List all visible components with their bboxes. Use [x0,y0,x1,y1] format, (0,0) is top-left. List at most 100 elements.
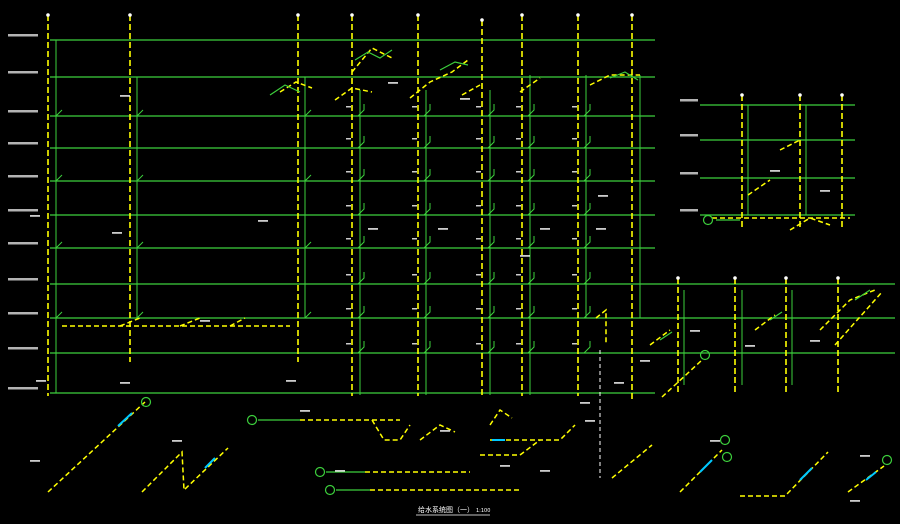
annotation-text-mark [438,228,448,230]
fixture-branch-stub [357,136,365,149]
annotation-text-mark [850,500,860,502]
annotation-text-mark [460,98,470,100]
valve-annotation-mark [476,171,481,173]
drawing-scale: 1:100 [476,508,490,514]
annotation-text-mark [860,455,870,457]
riser-top-marker [740,93,744,97]
valve-annotation-mark [516,308,521,310]
fixture-branch-stub [55,241,63,249]
branch-pipe-solid [269,84,301,96]
pipe-number-marker [702,214,714,226]
annotation-text-mark [598,195,608,197]
detail-level-label-mark [680,172,698,175]
fixture-branch-stub [423,203,431,216]
fixture-branch-stub [487,136,495,149]
valve-annotation-mark [476,238,481,240]
fixture-branch-stub [527,169,535,182]
fixture-branch-stub [357,203,365,216]
fixture-branch-stub [487,272,495,285]
floor-level-label-mark [8,278,38,281]
branch-pipe-dashed [229,317,246,327]
annotation-text-mark [335,470,345,472]
valve-annotation-mark [346,106,351,108]
valve-annotation-mark [412,274,417,276]
fixture-branch-stub [583,272,591,285]
fixture-branch-stub [136,241,144,249]
fixture-branch-stub [487,169,495,182]
valve-annotation-mark [572,171,577,173]
pipe-number-marker [719,434,731,446]
fixture-branch-stub [357,306,365,319]
valve-annotation-mark [346,274,351,276]
riser-top-marker [784,276,788,280]
riser-top-marker [630,13,634,17]
valve-annotation-mark [412,106,417,108]
valve-annotation-mark [572,308,577,310]
riser-top-marker [520,13,524,17]
valve-annotation-mark [516,274,521,276]
branch-pipe-dashed [661,359,703,398]
annotation-text-mark [820,190,830,192]
riser-top-marker [798,93,802,97]
pipe-number-marker [699,349,711,361]
valve-annotation-mark [412,238,417,240]
annotation-text-mark [580,402,590,404]
floor-level-label-mark [8,347,38,350]
fixture-branch-stub [357,104,365,117]
fixture-branch-stub [423,136,431,149]
annotation-text-mark [810,340,820,342]
fixture-branch-stub [55,174,63,182]
annotation-text-mark [368,228,378,230]
detail-level-label-mark [680,209,698,212]
valve-annotation-mark [516,205,521,207]
branch-pipe-solid [354,49,393,61]
branch-pipe-dashed [490,424,576,441]
fixture-branch-stub [304,174,312,182]
annotation-text-mark [258,220,268,222]
annotation-text-mark [540,228,550,230]
pipe-accent-segment [204,457,216,469]
annotation-text-mark [388,82,398,84]
fixture-branch-stub [487,104,495,117]
floor-level-label-mark [8,242,38,245]
fixture-branch-stub [357,236,365,249]
fixture-branch-stub [583,136,591,149]
valve-annotation-mark [476,106,481,108]
fixture-branch-stub [55,109,63,117]
fixture-branch-stub [487,341,495,354]
branch-pipe-dashed [119,317,141,327]
branch-pipe-solid [439,61,469,71]
annotation-text-mark [300,410,310,412]
branch-pipe-dashed [419,424,456,441]
drawing-title: 给水系统图（一） [418,505,474,514]
floor-level-label-mark [8,34,38,37]
fixture-branch-stub [136,109,144,117]
drawing-title-block: 给水系统图（一） 1:100 [416,505,490,516]
valve-annotation-mark [346,171,351,173]
fixture-branch-stub [527,236,535,249]
riser-top-marker [128,13,132,17]
floor-level-label-mark [8,142,38,145]
floor-level-label-mark [8,312,38,315]
branch-pipe-solid [609,71,639,81]
pipe-number-marker [246,414,258,426]
fixture-branch-stub [423,306,431,319]
pipe-number-marker [881,454,893,466]
pipe-number-marker [314,466,326,478]
fixture-branch-stub [423,169,431,182]
fixture-branch-stub [304,109,312,117]
valve-annotation-mark [516,138,521,140]
riser-markers [46,13,893,496]
pipe-accent-segment [117,412,133,427]
annotation-text-mark [440,430,450,432]
branch-pipe-dashed [179,317,201,327]
pipe-accent-segment [865,471,877,481]
annotation-text-mark [540,470,550,472]
pipe-accent-segment [799,467,813,481]
branch-pipe-dashed [754,314,776,331]
fixture-branch-stub [423,272,431,285]
fixture-branch-stub [527,104,535,117]
riser-top-marker [576,13,580,17]
fixture-branch-stub [423,341,431,354]
branch-pipe-dashed [834,291,883,346]
